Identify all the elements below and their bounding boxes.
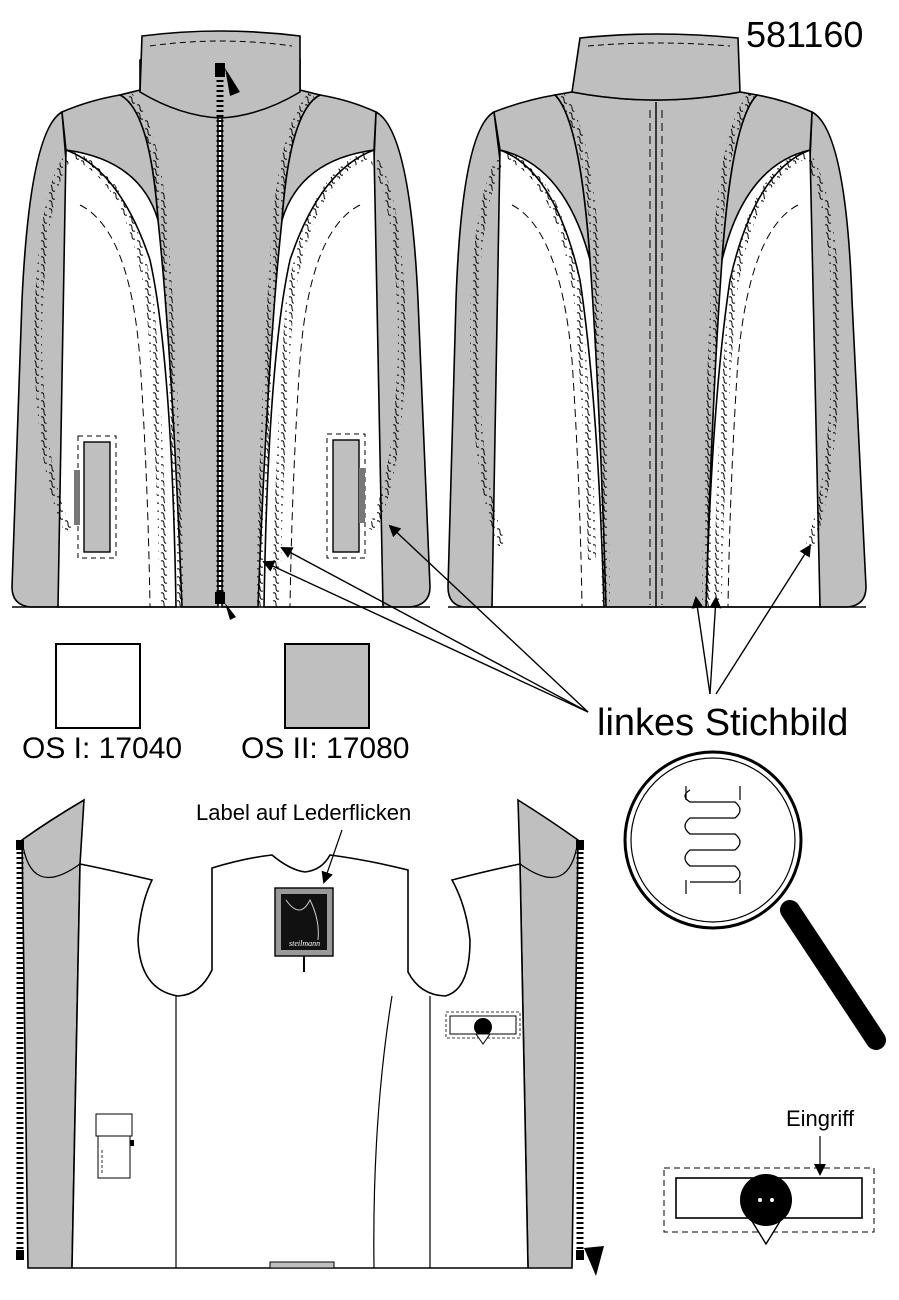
swatch-os-2 [284, 643, 370, 729]
stitch-label: linkes Stichbild [597, 702, 849, 744]
back-right-yoke [721, 94, 813, 261]
front-ruffle-right-2 [272, 151, 370, 608]
style-number: 581160 [746, 14, 864, 55]
brand-tag [274, 887, 334, 972]
front-view [11, 30, 431, 620]
front-ruffle-left-2 [70, 151, 168, 608]
front-left-yoke [61, 94, 159, 221]
stitch-magnifier [623, 750, 886, 1050]
back-collar [571, 33, 741, 101]
inside-lining [71, 854, 529, 1269]
stitch-pattern-detail [684, 789, 741, 883]
zipper-pull-top [215, 63, 225, 77]
front-right-yoke [281, 94, 377, 221]
front-ruffle-left-3 [33, 157, 72, 532]
inside-welt-pocket-small [445, 1011, 521, 1045]
swatch-os-1 [55, 643, 141, 729]
label-note: Label auf Lederflicken [196, 800, 412, 825]
brand-tag-text: steilmann [289, 939, 320, 948]
stitch-pointer-arrows [262, 524, 812, 713]
front-ruffle-left-1 [124, 92, 184, 608]
back-ruffle-left-2 [503, 151, 596, 561]
swatch-os-1-label: OS I: 17040 [22, 732, 183, 765]
front-left-pocket [74, 435, 117, 559]
grip-label: Eingriff [786, 1106, 855, 1131]
back-ruffle-right-2 [714, 151, 807, 601]
back-view [447, 33, 867, 608]
back-ruffle-right-3 [806, 158, 841, 547]
front-right-pocket [326, 433, 366, 559]
magnifier-handle [780, 900, 886, 1050]
front-ruffle-right-3 [368, 157, 407, 532]
zipper-stop-bottom [215, 592, 225, 604]
front-ruffle-right-1 [256, 92, 316, 608]
back-ruffle-left-3 [469, 158, 506, 547]
inside-phone-pocket [95, 1113, 134, 1179]
pocket-detail [663, 1136, 875, 1246]
back-ruffle-right-1 [702, 92, 756, 608]
back-ruffle-left-1 [556, 92, 610, 608]
inside-view: steilmann [16, 798, 604, 1276]
swatch-os-2-label: OS II: 17080 [241, 732, 410, 765]
pocket-button [740, 1174, 792, 1226]
back-left-yoke [493, 94, 591, 261]
